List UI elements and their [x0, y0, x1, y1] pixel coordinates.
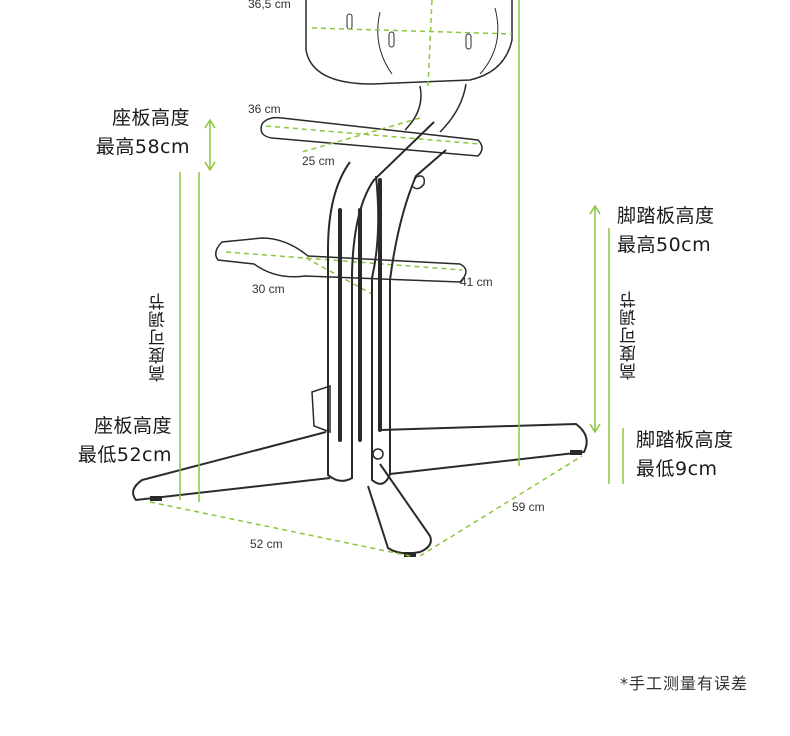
- footrest-board: [215, 237, 467, 283]
- foot-max-value: 最高50cm: [617, 234, 712, 256]
- dim-seat-depth: 25 cm: [302, 154, 335, 168]
- seat-max-label: 座板高度 最高58cm: [96, 104, 190, 162]
- base-legs: [132, 422, 588, 555]
- dim-base-depth: 59 cm: [512, 500, 545, 514]
- backrest: [305, 0, 513, 85]
- seat-max-title: 座板高度: [111, 107, 190, 129]
- seat-min-value: 最低52cm: [77, 444, 172, 466]
- foot-adjustable-label: 高度可调节: [620, 290, 640, 380]
- seat-min-label: 座板高度 最低52cm: [78, 412, 172, 470]
- foot-min-value: 最低9cm: [636, 458, 718, 480]
- seat-adjustable-label: 高度可调节: [149, 292, 169, 382]
- foot-max-label: 脚踏板高度 最高50cm: [617, 202, 715, 260]
- dim-footrest-depth: 41 cm: [460, 275, 493, 289]
- dim-base-width: 52 cm: [250, 537, 283, 551]
- footnote: *手工测量有误差: [619, 674, 748, 693]
- foot-min-label: 脚踏板高度 最低9cm: [636, 426, 734, 484]
- seat-min-title: 座板高度: [93, 415, 172, 437]
- seat-board: [260, 116, 483, 157]
- dim-footrest-width: 30 cm: [252, 282, 285, 296]
- dim-backrest-width: 36,5 cm: [248, 0, 291, 11]
- dim-seat-width: 36 cm: [248, 102, 281, 116]
- seat-max-value: 最高58cm: [95, 136, 190, 158]
- foot-min-title: 脚踏板高度: [636, 429, 734, 451]
- foot-max-title: 脚踏板高度: [617, 205, 715, 227]
